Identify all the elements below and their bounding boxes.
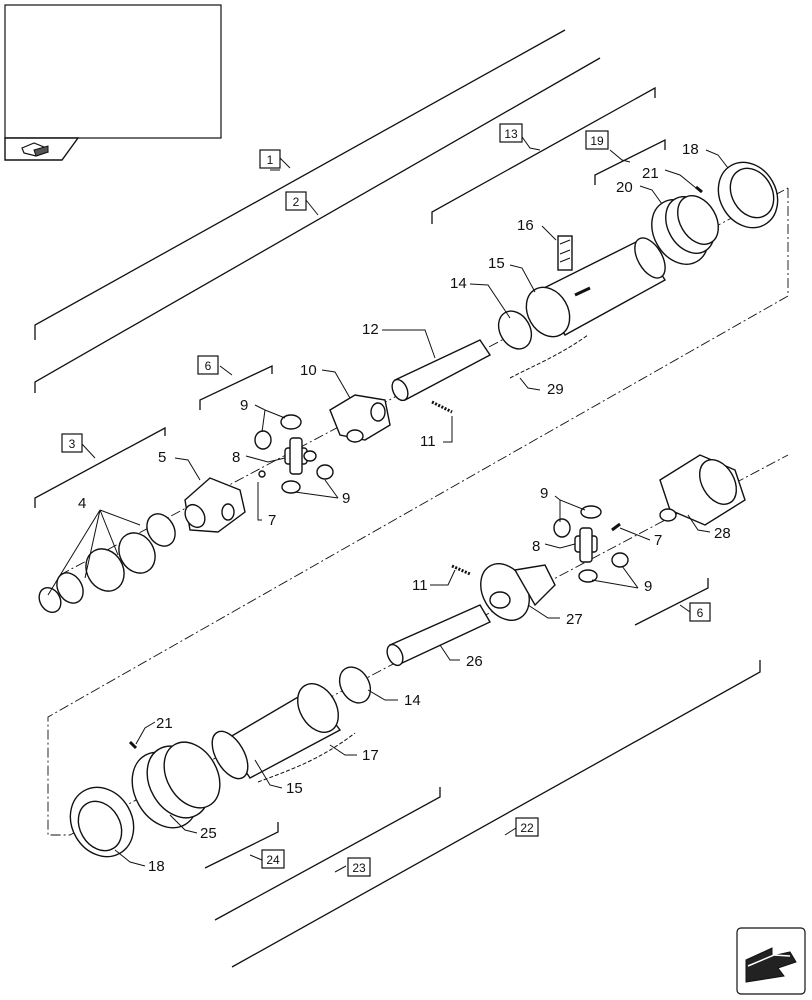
tube-26 xyxy=(386,604,491,667)
label-29: 29 xyxy=(547,381,564,398)
inset-frame xyxy=(4,4,222,161)
label-9d: 9 xyxy=(644,578,652,595)
callout-19[interactable]: 19 xyxy=(585,130,609,150)
spider-8b xyxy=(574,527,598,563)
label-11a: 11 xyxy=(420,433,436,450)
label-14a: 14 xyxy=(450,275,467,292)
label-9c: 9 xyxy=(540,485,548,502)
label-12: 12 xyxy=(362,321,379,338)
callout-13[interactable]: 13 xyxy=(499,123,523,143)
callout-6a[interactable]: 6 xyxy=(197,355,219,375)
label-17: 17 xyxy=(362,747,379,764)
chain-17 xyxy=(257,732,356,783)
screw-21b xyxy=(128,740,138,750)
label-21b: 21 xyxy=(156,715,173,732)
label-14b: 14 xyxy=(404,692,421,709)
callout-2[interactable]: 2 xyxy=(285,191,307,211)
svg-text:13: 13 xyxy=(504,127,518,141)
label-11b: 11 xyxy=(412,577,428,594)
label-18b: 18 xyxy=(148,858,165,875)
label-26: 26 xyxy=(466,653,483,670)
assembly-lines-top xyxy=(34,29,666,508)
pin-11a xyxy=(431,400,453,414)
screw-21a xyxy=(695,185,703,194)
svg-text:22: 22 xyxy=(520,821,534,835)
svg-text:6: 6 xyxy=(697,606,704,620)
svg-text:23: 23 xyxy=(352,861,366,875)
label-9a: 9 xyxy=(240,397,248,414)
svg-text:3: 3 xyxy=(69,437,76,451)
book-icon[interactable] xyxy=(21,142,50,157)
yoke-10 xyxy=(329,394,391,443)
guard-tube-15b xyxy=(211,683,342,780)
callout-3[interactable]: 3 xyxy=(61,433,83,453)
label-7a: 7 xyxy=(268,512,276,529)
guard-tube-15a xyxy=(525,237,666,338)
part-labels: 4 5 7 8 9 9 10 11 12 14 15 16 18 20 21 2… xyxy=(78,141,731,875)
yoke-5 xyxy=(184,477,246,533)
label-21a: 21 xyxy=(642,165,659,182)
label-16: 16 xyxy=(517,217,534,234)
leader-lines xyxy=(47,133,729,873)
label-15a: 15 xyxy=(488,255,505,272)
svg-text:19: 19 xyxy=(590,134,604,148)
clamp-14a xyxy=(497,310,533,350)
callout-22[interactable]: 22 xyxy=(515,817,539,837)
clamp-14b xyxy=(338,666,372,704)
seal-rings-9a xyxy=(254,414,334,494)
label-7b: 7 xyxy=(654,532,662,549)
next-page-arrow-icon[interactable] xyxy=(736,927,806,995)
assembly-lines-bottom xyxy=(204,578,761,968)
label-27: 27 xyxy=(566,611,583,628)
label-28: 28 xyxy=(714,525,731,542)
label-8b: 8 xyxy=(532,538,540,555)
label-16 xyxy=(557,235,573,271)
callout-1[interactable]: 1 xyxy=(259,149,281,169)
yoke-27 xyxy=(480,563,556,621)
label-8a: 8 xyxy=(232,449,240,466)
yoke-28 xyxy=(659,454,746,526)
bellows-25 xyxy=(131,741,221,829)
cap-18a xyxy=(717,161,779,229)
rings-4 xyxy=(38,513,176,614)
label-18a: 18 xyxy=(682,141,699,158)
svg-text:24: 24 xyxy=(266,853,280,867)
cap-18b xyxy=(69,786,135,858)
callout-6b[interactable]: 6 xyxy=(689,602,711,622)
callout-24[interactable]: 24 xyxy=(261,849,285,869)
label-20: 20 xyxy=(616,179,633,196)
chain-29 xyxy=(509,334,589,379)
svg-text:1: 1 xyxy=(267,153,274,167)
label-15b: 15 xyxy=(286,780,303,797)
svg-text:6: 6 xyxy=(205,359,212,373)
callout-23[interactable]: 23 xyxy=(347,857,371,877)
label-5: 5 xyxy=(158,449,166,466)
svg-text:2: 2 xyxy=(293,195,300,209)
seal-rings-9b xyxy=(553,505,629,583)
label-25: 25 xyxy=(200,825,217,842)
spider-8a xyxy=(284,437,317,475)
label-4: 4 xyxy=(78,495,86,512)
tube-12 xyxy=(391,339,492,402)
bellows-20 xyxy=(651,195,719,265)
label-9b: 9 xyxy=(342,490,350,507)
label-10: 10 xyxy=(300,362,317,379)
